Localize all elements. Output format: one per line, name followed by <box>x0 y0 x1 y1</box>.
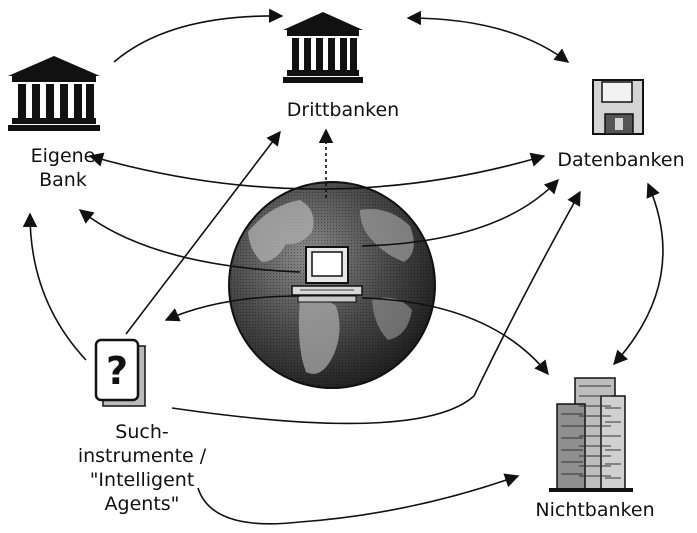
label-line: instrumente / <box>77 445 207 467</box>
label-drittbanken: Drittbanken <box>268 98 418 122</box>
label-line: Agents" <box>104 493 180 515</box>
label-line: Nichtbanken <box>535 499 655 521</box>
arrow-datenbanken-nichtbanken <box>613 182 664 366</box>
bank-icon <box>283 12 363 83</box>
office-tower-icon <box>549 377 633 492</box>
bank-icon <box>8 56 100 131</box>
arrow-suchinstrumente-datenbanken <box>171 190 581 425</box>
arrow-suchinstrumente-drittbanken <box>125 130 281 335</box>
label-line: "Intelligent <box>89 469 195 491</box>
label-eigene-bank: Eigene Bank <box>20 144 106 192</box>
floppy-disk-icon <box>592 79 644 135</box>
computer-icon <box>291 246 363 303</box>
label-line: Drittbanken <box>286 99 400 121</box>
label-line: Eigene <box>30 145 96 167</box>
label-suchinstrumente: Such- instrumente / "Intelligent Agents" <box>62 420 222 516</box>
question-card-icon: ? <box>94 338 146 407</box>
arrow-globe-eigene-bank <box>78 209 301 273</box>
label-line: Bank <box>39 169 87 191</box>
arrow-globe-suchinstrumente <box>164 295 301 322</box>
arrow-suchinstrumente-eigene-bank <box>22 212 87 361</box>
question-mark-text: ? <box>106 349 128 393</box>
arrow-eigene-bank-drittbanken <box>113 8 284 63</box>
arrow-suchinstrumente-nichtbanken <box>197 473 520 525</box>
label-line: Datenbanken <box>557 149 685 171</box>
arrow-eigene-bank-datenbanken <box>88 152 546 190</box>
arrow-drittbanken-datenbanken <box>406 10 570 63</box>
label-nichtbanken: Nichtbanken <box>520 498 670 522</box>
globe-icon <box>228 181 436 389</box>
arrow-globe-datenbanken <box>361 178 559 247</box>
label-datenbanken: Datenbanken <box>548 148 694 172</box>
arrow-globe-nichtbanken <box>361 297 549 376</box>
label-line: Such- <box>115 421 169 443</box>
